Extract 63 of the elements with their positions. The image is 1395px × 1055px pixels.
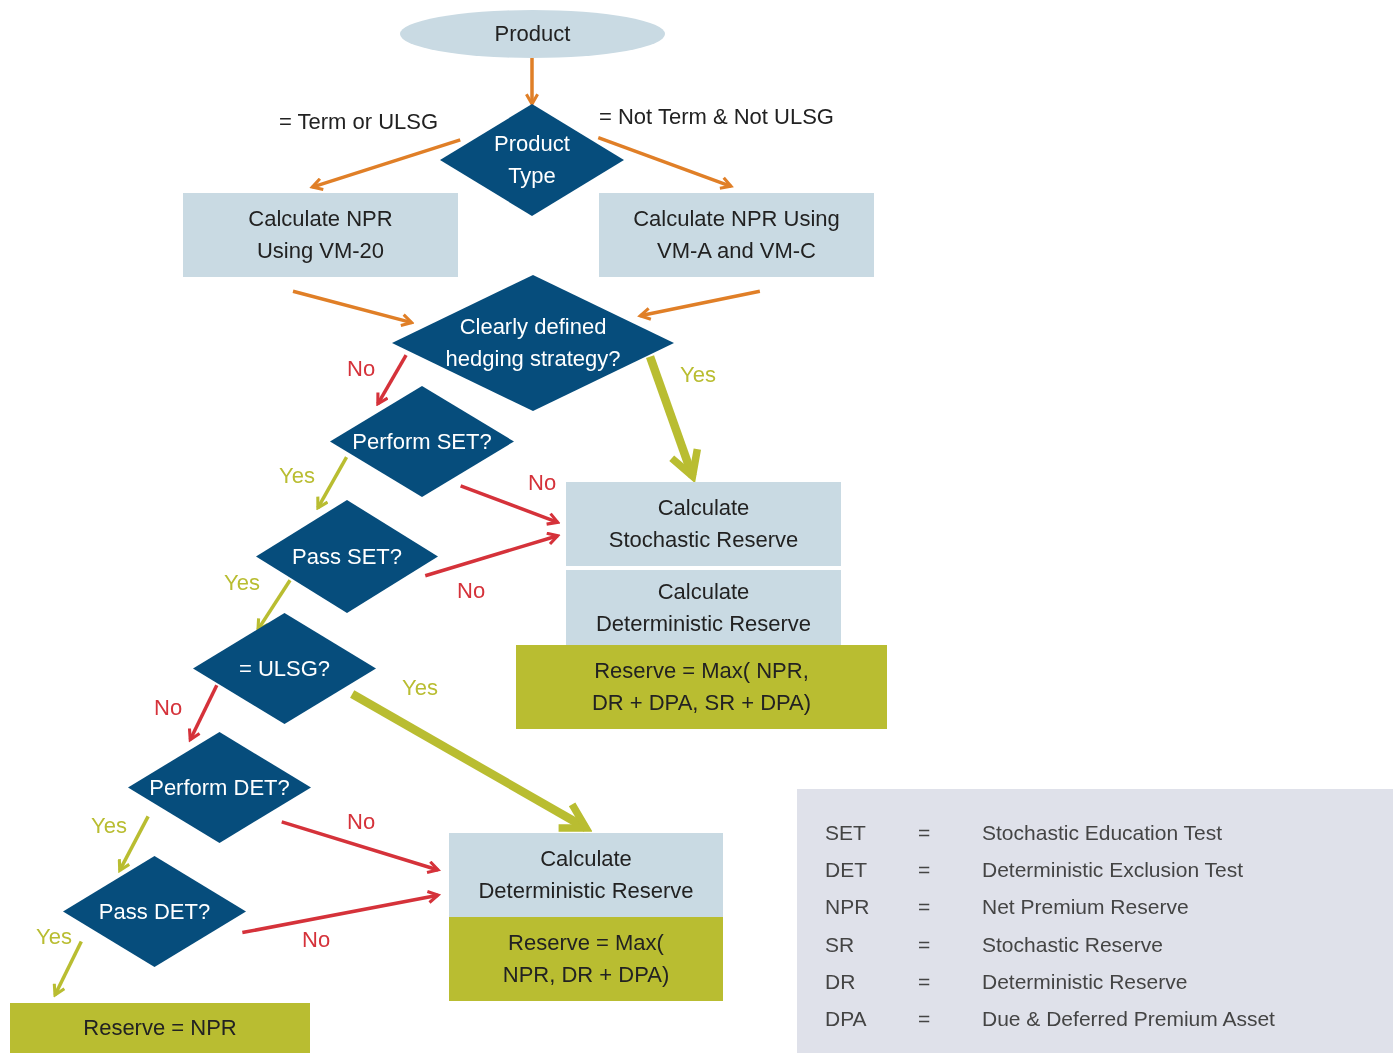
equals-sign: = xyxy=(918,931,931,957)
node-text: Pass SET? xyxy=(290,542,403,571)
abbreviation: SR xyxy=(825,931,855,957)
node-text: Pass DET? xyxy=(97,897,212,926)
equals-sign: = xyxy=(918,968,931,994)
process-box xyxy=(599,193,874,277)
arrow xyxy=(52,940,83,997)
definition: Deterministic Exclusion Test xyxy=(982,857,1244,883)
arrow xyxy=(460,484,560,526)
arrow xyxy=(292,289,414,328)
abbreviation: DR xyxy=(825,968,856,994)
equals-sign: = xyxy=(918,1006,931,1032)
decision-diamond xyxy=(193,613,376,724)
definition: Stochastic Education Test xyxy=(982,820,1223,846)
abbreviation: SET xyxy=(825,820,866,846)
process-box xyxy=(183,193,458,277)
abbreviation: DET xyxy=(825,857,867,883)
node-text: Perform SET? xyxy=(351,427,493,456)
definition: Due & Deferred Premium Asset xyxy=(982,1006,1275,1032)
decision-diamond xyxy=(392,275,674,411)
equals-sign: = xyxy=(918,894,931,920)
start-ellipse xyxy=(400,10,665,58)
node-text: Calculate NPR Using VM-20 xyxy=(247,205,394,265)
process-box xyxy=(566,482,841,566)
node-text: Calculate Deterministic Reserve xyxy=(477,845,695,905)
arrow xyxy=(524,58,540,106)
node-text: Calculate Stochastic Reserve xyxy=(607,494,800,554)
equals-sign: = xyxy=(918,820,931,846)
arrow xyxy=(350,690,590,832)
equals-sign: = xyxy=(918,857,931,883)
arrow xyxy=(242,889,440,935)
arrow xyxy=(316,456,349,510)
process-box xyxy=(449,833,723,917)
decision-diamond xyxy=(330,386,514,497)
node-text: Calculate Deterministic Reserve xyxy=(594,577,813,638)
node-text: Reserve = Max( NPR, DR + DPA) xyxy=(501,929,671,989)
node-text: Product xyxy=(493,20,572,49)
arrow xyxy=(638,289,761,321)
result-box xyxy=(449,917,723,1001)
arrow xyxy=(597,135,733,190)
node-text: = ULSG? xyxy=(237,654,332,683)
abbreviation: DPA xyxy=(825,1006,867,1032)
node-text: Perform DET? xyxy=(148,773,291,802)
arrow xyxy=(376,354,408,406)
arrow xyxy=(281,820,440,874)
definition: Deterministic Reserve xyxy=(982,968,1188,994)
definition: Stochastic Reserve xyxy=(982,931,1163,957)
node-text: Clearly defined hedging strategy? xyxy=(444,313,622,373)
decision-diamond xyxy=(128,732,311,843)
definition: Net Premium Reserve xyxy=(982,894,1189,920)
result-box xyxy=(10,1003,310,1053)
result-box xyxy=(516,645,887,729)
node-text: Product Type xyxy=(493,130,571,190)
node-text: Reserve = NPR xyxy=(82,1014,238,1043)
process-box xyxy=(566,570,841,645)
node-text: Calculate NPR Using VM-A and VM-C xyxy=(632,205,841,265)
node-text: Reserve = Max( NPR, DR + DPA, SR + DPA) xyxy=(590,657,813,717)
arrow xyxy=(424,531,560,578)
arrow xyxy=(117,815,150,872)
arrow xyxy=(187,684,219,742)
arrow xyxy=(310,138,461,191)
abbreviation: NPR xyxy=(825,894,870,920)
arrow xyxy=(256,579,292,632)
